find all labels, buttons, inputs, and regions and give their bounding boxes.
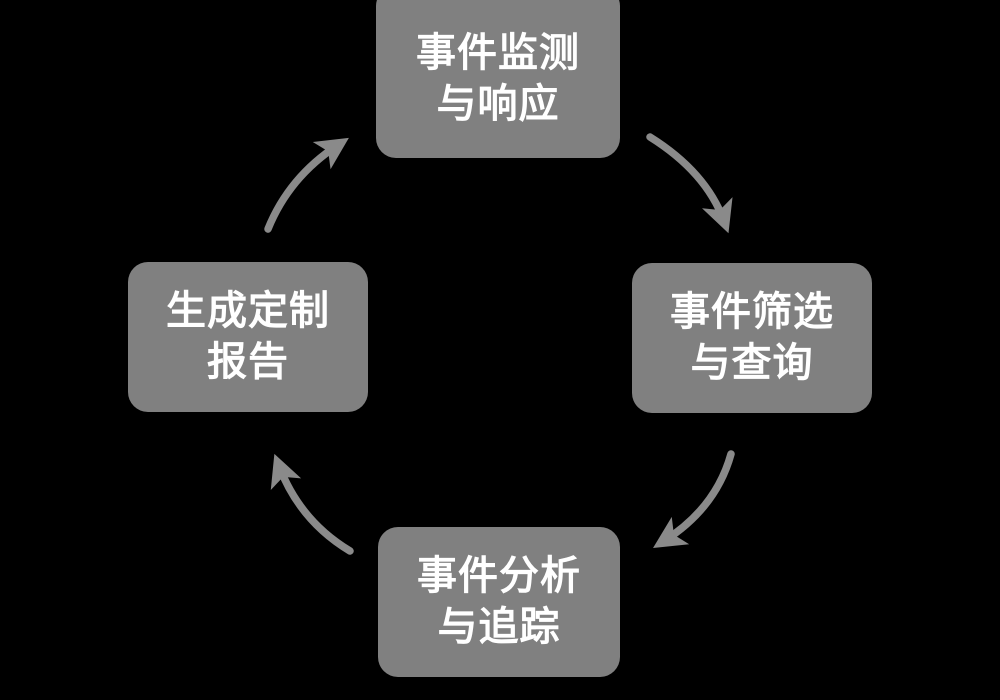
cycle-node-top-line2: 与响应 (436, 81, 560, 127)
cycle-node-top-line1: 事件监测 (416, 29, 580, 76)
cycle-node-event-filtering[interactable]: 事件筛选 与查询 (632, 263, 872, 413)
cycle-node-bottom-line2: 与追踪 (437, 604, 561, 650)
arrow-left-to-top (264, 137, 349, 233)
cycle-node-event-monitoring[interactable]: 事件监测 与响应 (376, 0, 620, 158)
cycle-node-event-analysis[interactable]: 事件分析 与追踪 (378, 527, 620, 677)
cycle-node-left-line1: 生成定制 (166, 287, 330, 334)
cycle-node-custom-report[interactable]: 生成定制 报告 (128, 262, 368, 412)
cycle-node-bottom-line1: 事件分析 (417, 552, 581, 599)
cycle-node-right-line1: 事件筛选 (670, 288, 834, 335)
cycle-node-left-line2: 报告 (207, 339, 289, 385)
arrow-right-to-bottom (653, 450, 735, 548)
arrow-bottom-to-left (270, 453, 354, 555)
cycle-node-right-line2: 与查询 (690, 340, 814, 386)
arrow-top-to-right (646, 133, 733, 234)
